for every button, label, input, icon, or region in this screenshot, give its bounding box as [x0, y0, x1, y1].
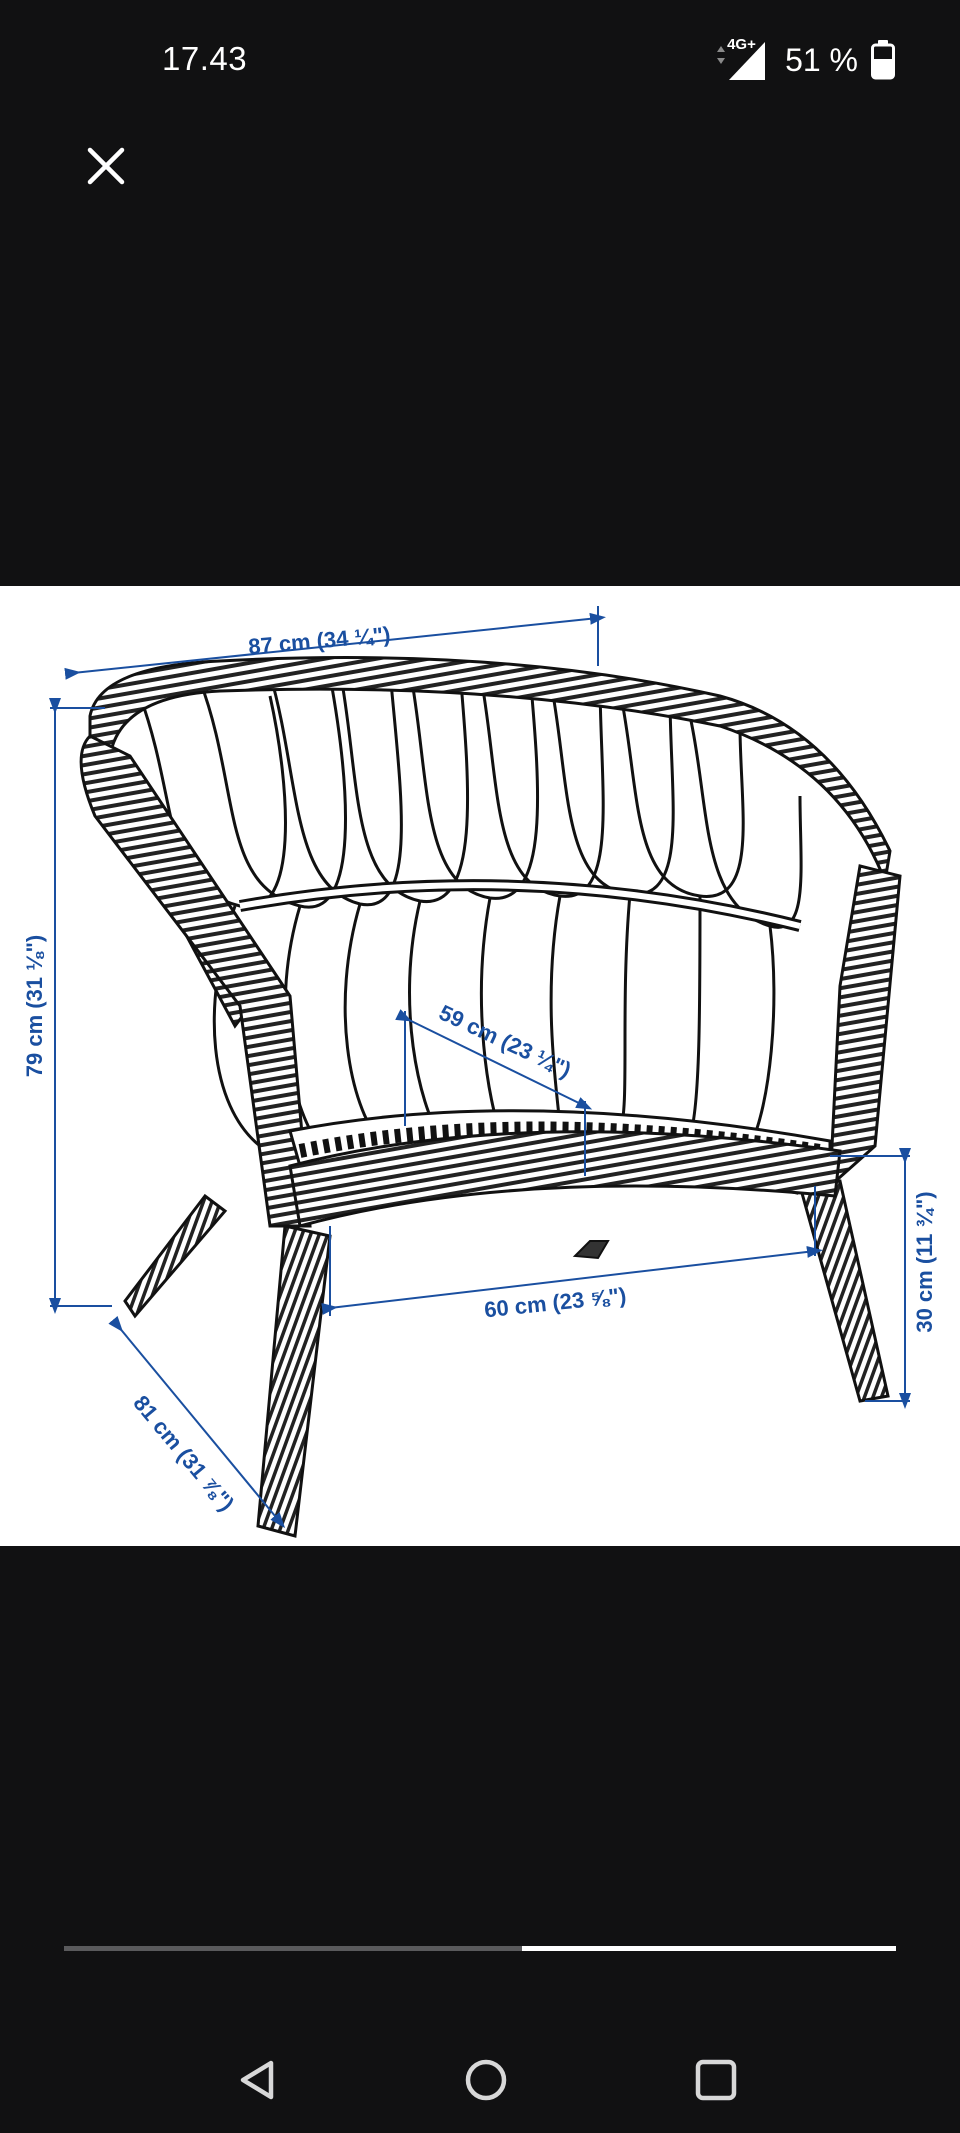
dimension-seat-depth: 59 cm (23 ¼")	[435, 1000, 575, 1083]
status-time: 17.43	[162, 40, 248, 77]
chair-right-arm	[828, 864, 902, 1190]
chair-seat	[288, 1109, 842, 1228]
network-type: 4G+	[727, 36, 756, 53]
home-circle-icon	[465, 2059, 507, 2101]
image-position-track[interactable]	[64, 1946, 896, 1951]
dimension-seat-width: 60 cm (23 ⅝")	[483, 1283, 627, 1323]
dimension-width: 87 cm (34 ¼")	[247, 622, 391, 659]
navigation-bar	[0, 2030, 960, 2120]
status-icons: 4G+ 51 %	[711, 36, 896, 82]
image-position-fill	[521, 1946, 896, 1951]
close-button[interactable]	[82, 142, 130, 190]
chair-left-arm	[79, 734, 312, 1228]
dimension-height: 79 cm (31 ⅛")	[22, 935, 47, 1078]
chair-dimension-drawing: 87 cm (34 ¼") 79 cm (31 ⅛") 81 cm (31 ⅞"…	[22, 606, 937, 1538]
product-image[interactable]: 87 cm (34 ¼") 79 cm (31 ⅛") 81 cm (31 ⅞"…	[0, 586, 960, 1546]
back-triangle-icon	[240, 2060, 274, 2100]
status-bar: 17.43 4G+ 51 %	[0, 0, 960, 125]
battery-icon	[870, 40, 896, 80]
recents-button[interactable]	[686, 2050, 746, 2110]
close-icon	[87, 147, 125, 185]
chair-back-lattice	[138, 669, 803, 1148]
battery-percent: 51 %	[785, 41, 858, 78]
dimension-seat-height: 30 cm (11 ¾")	[912, 1191, 937, 1332]
chair-legs	[123, 1147, 890, 1538]
signal-icon: 4G+	[711, 36, 767, 82]
back-button[interactable]	[228, 2050, 288, 2110]
recents-square-icon	[695, 2059, 737, 2101]
home-button[interactable]	[456, 2050, 516, 2110]
dimension-lines	[49, 606, 911, 1529]
